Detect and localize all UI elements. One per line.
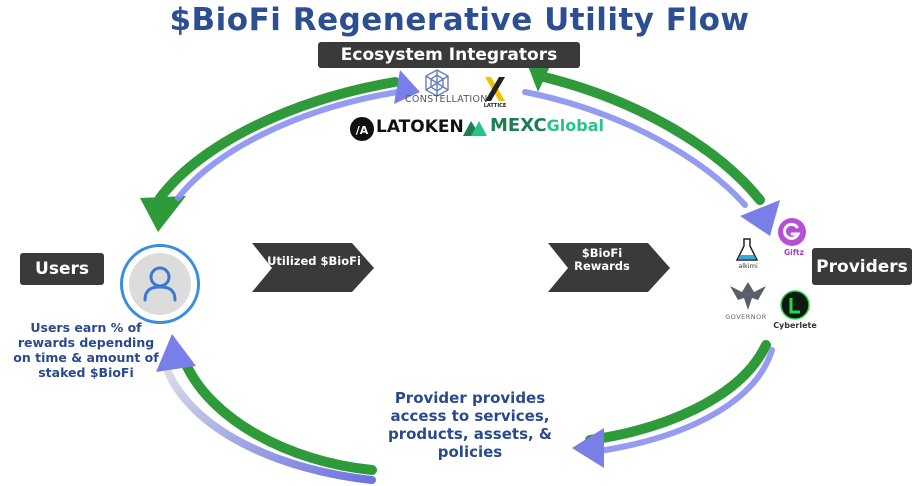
latoken-icon: /A [350,117,374,141]
giftz-icon [778,218,806,246]
avatar [129,253,191,315]
users-rewards-note: Users earn % of rewards depending on tim… [13,320,159,380]
arrow-providers-to-note [572,340,775,468]
giftz-logo-text: Giftz [784,248,804,257]
governor-logo-text: GOVERNOR [725,313,767,321]
provider-access-note: Provider provides access to services, pr… [387,389,553,461]
rewards-chevron [548,243,670,292]
mexc-icon [463,121,487,136]
biofi-rewards-label: $BioFi Rewards [552,247,652,273]
alkimi-icon [736,238,758,261]
cyberlete-logo-text: Cyberlete [773,321,817,330]
arrow-note-to-users [156,334,377,484]
users-label: Users [20,253,104,285]
integrators-heading: Ecosystem Integrators [318,42,580,68]
rewards-line2: Rewards [574,259,630,273]
providers-label: Providers [812,248,912,285]
cyberlete-icon [780,290,810,320]
user-icon [143,266,177,302]
lattice-icon [485,77,505,101]
arrow-integrators-to-providers [522,62,780,236]
utilized-biofi-label: Utilized $BioFi [267,254,361,268]
mexc-logo-text: MEXCGlobal [490,115,604,136]
lattice-logo-text: LATTICE [483,103,507,109]
svg-text:/A: /A [356,124,369,137]
constellation-logo-text: CONSTELLATION [405,94,488,105]
diagram-title: $BioFi Regenerative Utility Flow [169,2,750,38]
rewards-line1: $BioFi [581,246,623,260]
latoken-logo-text: LATOKEN [376,117,464,137]
arrow-integrators-to-users [140,70,420,232]
constellation-icon [425,69,449,97]
governor-icon [730,282,766,310]
utilized-chevron [252,243,374,292]
alkimi-logo-text: alkimi [738,262,758,270]
